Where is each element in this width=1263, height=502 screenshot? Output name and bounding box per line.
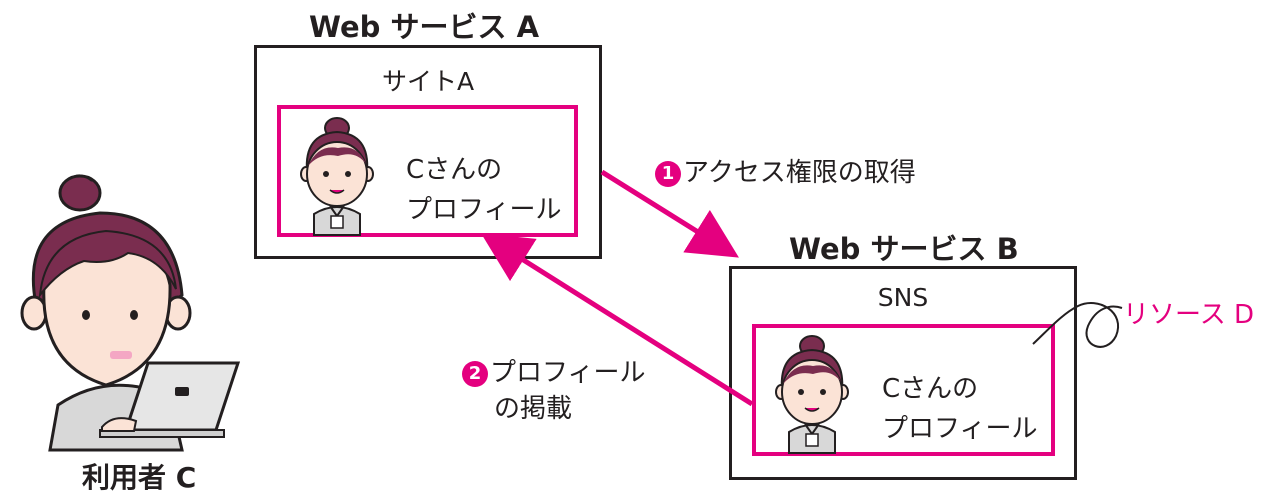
step-2-text-line2: の掲載 xyxy=(494,394,573,424)
step-2-number-badge: 2 xyxy=(462,361,488,387)
sns-profile-line2: プロフィール xyxy=(882,414,1038,444)
step-1-text: アクセス権限の取得 xyxy=(683,158,916,188)
sns-label: SNS xyxy=(877,283,929,312)
site-a-label: サイトA xyxy=(381,67,475,96)
user-with-laptop-icon xyxy=(20,174,241,452)
user-c-label: 利用者 C xyxy=(82,461,197,494)
sns-profile-line1: Cさんの xyxy=(882,374,979,404)
small-avatar-icon xyxy=(775,335,849,454)
service-a-title: Web サービス A xyxy=(309,10,540,44)
step-2-text-line1: プロフィール xyxy=(490,358,646,388)
site-a-profile-line1: Cさんの xyxy=(406,155,503,185)
site-a-profile-line2: プロフィール xyxy=(406,195,562,225)
step-1-number-badge: 1 xyxy=(655,161,681,187)
small-avatar-icon xyxy=(300,117,374,236)
service-b-title: Web サービス B xyxy=(789,232,1019,266)
resource-d-label: リソース D xyxy=(1123,300,1254,330)
